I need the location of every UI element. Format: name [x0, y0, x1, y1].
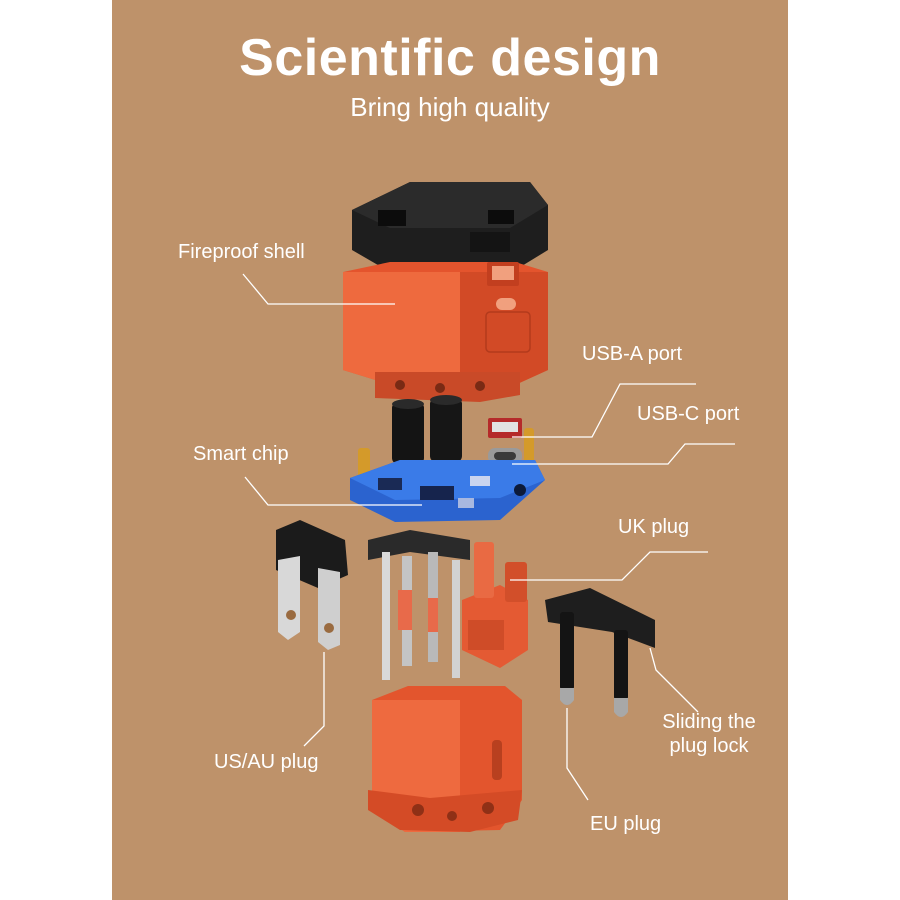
label-sliding-lock: Sliding the plug lock — [654, 710, 764, 758]
label-uk-plug: UK plug — [618, 516, 690, 538]
label-eu-plug: EU plug — [590, 813, 662, 835]
label-us-au-plug: US/AU plug — [214, 751, 319, 773]
bottom-base — [368, 686, 522, 832]
eu-plug — [545, 588, 655, 717]
leader-smart-chip — [244, 476, 422, 506]
leader-sliding-lock — [649, 647, 699, 713]
leader-us-au-plug — [303, 652, 325, 747]
leader-usb-c — [512, 443, 735, 465]
top-cap — [352, 182, 548, 272]
label-smart-chip: Smart chip — [193, 443, 289, 465]
page-subtitle: Bring high quality — [350, 92, 550, 122]
leader-lines — [242, 273, 735, 801]
metal-frame — [368, 530, 470, 680]
label-fireproof-shell: Fireproof shell — [178, 241, 305, 263]
page-title: Scientific design — [239, 29, 661, 87]
fireproof-shell — [343, 262, 548, 402]
label-usb-a-port: USB-A port — [582, 343, 683, 365]
label-sliding-lock-line2: plug lock — [669, 735, 749, 757]
leader-uk-plug — [510, 551, 708, 581]
uk-plug — [462, 542, 528, 668]
leader-eu-plug — [566, 708, 589, 801]
us-au-plug — [276, 520, 348, 650]
label-sliding-lock-line1: Sliding the — [662, 711, 756, 733]
leader-usb-a — [512, 383, 696, 438]
leader-fireproof-shell — [242, 273, 395, 305]
label-usb-c-port: USB-C port — [637, 403, 740, 425]
smart-chip-board — [350, 395, 545, 522]
